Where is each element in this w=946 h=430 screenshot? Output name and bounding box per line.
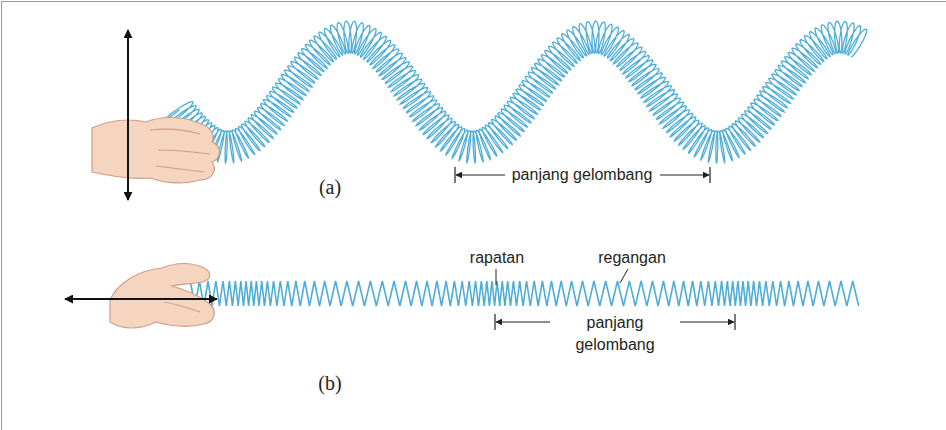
hand <box>92 118 220 183</box>
leader-line <box>496 269 497 285</box>
wavelength-label: panjang gelombang <box>566 312 664 356</box>
part-label: (a) <box>316 177 344 197</box>
rarefaction-label: regangan <box>595 248 669 268</box>
leader-line <box>620 269 628 283</box>
wavelength-label: panjang gelombang <box>509 165 656 185</box>
longitudinal-spring <box>190 281 858 306</box>
motion-arrow <box>65 298 217 300</box>
part-label: (b) <box>315 373 344 393</box>
spring-coil <box>190 281 858 306</box>
compression-label: rapatan <box>467 248 527 268</box>
transverse-spring <box>166 21 867 163</box>
hand <box>110 264 214 329</box>
motion-arrow <box>127 30 129 200</box>
spring-coil <box>166 21 867 163</box>
